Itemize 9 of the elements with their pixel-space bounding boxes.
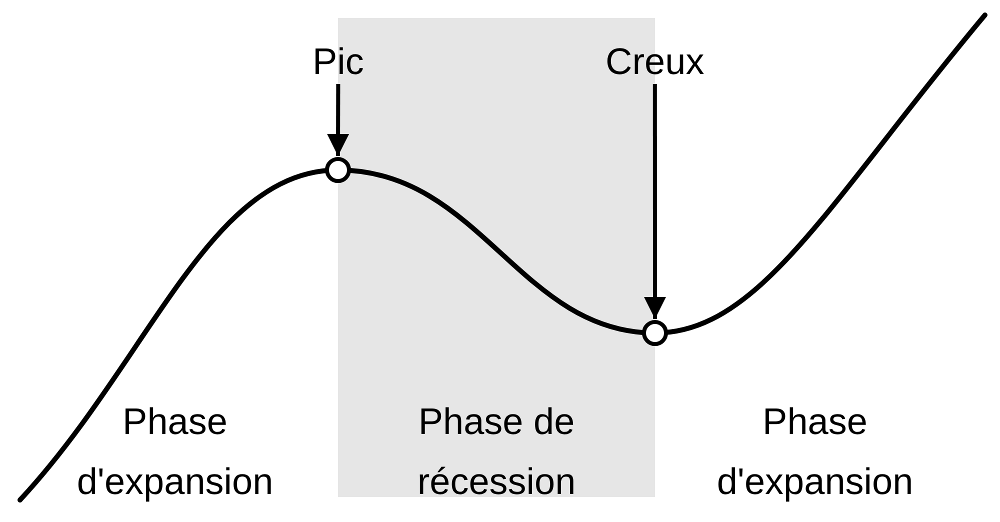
arrow (644, 84, 666, 319)
phase-label: Phase d'expansion (716, 400, 914, 504)
trough-label: Creux (606, 40, 704, 84)
phase-label: Phase de récession (416, 400, 577, 504)
arrow (327, 84, 350, 156)
ring-icon (324, 156, 352, 184)
peak-label: Pic (312, 40, 364, 84)
phase-label: Phase d'expansion (76, 400, 274, 504)
ring-icon (641, 319, 669, 347)
